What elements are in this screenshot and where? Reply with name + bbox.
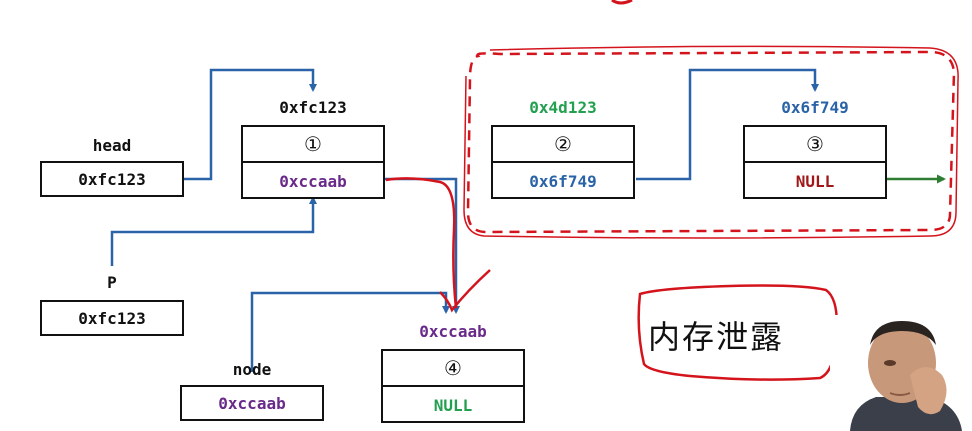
- head-box: 0xfc123: [40, 161, 184, 197]
- node4-address: 0xccaab: [419, 322, 487, 341]
- node1-next: 0xccaab: [279, 171, 347, 191]
- node4-index: ④: [383, 351, 523, 387]
- node2-index: ②: [493, 127, 633, 163]
- p-box: 0xfc123: [40, 300, 184, 336]
- red-mark-link: [385, 177, 458, 309]
- node3-next: NULL: [795, 171, 835, 191]
- node1-index: ①: [243, 127, 383, 163]
- arrow-node-to-node4: [250, 291, 450, 372]
- node-box: 0xccaab: [180, 385, 324, 421]
- node4: ④ NULL: [381, 349, 525, 423]
- node2: ② 0x6f749: [491, 125, 635, 199]
- p-label: P: [107, 273, 117, 292]
- presenter-webcam: [830, 315, 972, 431]
- node3: ③ NULL: [743, 125, 887, 199]
- red-check-mark: [439, 269, 491, 313]
- memory-leak-annotation: 内存泄露: [648, 318, 785, 356]
- arrow-head-to-node1: [184, 68, 317, 181]
- node1-address: 0xfc123: [279, 98, 347, 117]
- leak-region-outline-solid: [463, 45, 959, 239]
- node3-index: ③: [745, 127, 885, 163]
- node3-address: 0x6f749: [781, 98, 849, 117]
- arrow-p-to-node1: [110, 196, 317, 266]
- arrow-node2-to-node3: [636, 68, 819, 181]
- red-scribble-top: [611, 0, 633, 5]
- leak-region-outline: [466, 50, 956, 234]
- node2-next: 0x6f749: [529, 171, 597, 191]
- node2-address: 0x4d123: [529, 98, 597, 117]
- node1: ① 0xccaab: [241, 125, 385, 199]
- annotation-outline: [637, 284, 839, 381]
- head-label: head: [92, 136, 132, 155]
- node4-next: NULL: [433, 395, 473, 415]
- node-label: node: [232, 360, 272, 379]
